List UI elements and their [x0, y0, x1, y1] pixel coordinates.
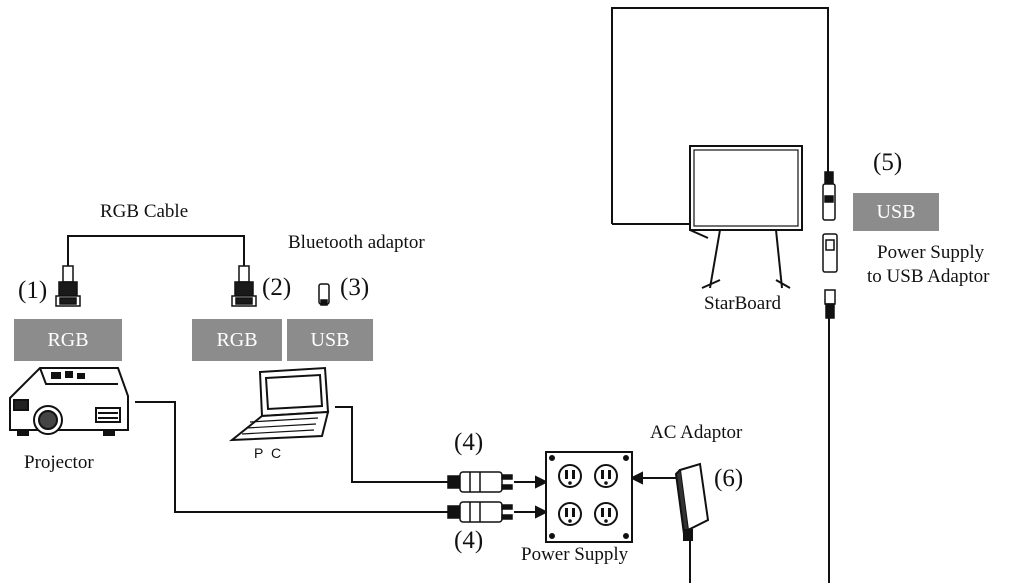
rgb-projector-badge: RGB	[14, 319, 122, 361]
usb-pc-badge: USB	[287, 319, 373, 361]
rgb-plug-1-icon	[55, 265, 81, 307]
ac-adaptor-label: AC Adaptor	[650, 422, 743, 443]
usb-board-badge: USB	[853, 193, 939, 231]
marker-5: (5)	[873, 149, 903, 176]
marker-6: (6)	[714, 465, 744, 492]
projector-power-cable	[135, 401, 300, 513]
rgb-plug-2-icon	[231, 265, 257, 307]
starboard-label: StarBoard	[704, 293, 782, 314]
power-plug-bottom-icon	[447, 501, 513, 523]
pc-power-cable	[335, 406, 448, 483]
plug-arrows	[514, 471, 676, 519]
marker-3: (3)	[340, 274, 370, 301]
usb-plug-board-icon	[822, 171, 836, 221]
rgb-cable-label: RGB Cable	[100, 201, 189, 222]
rgb-cable-line	[67, 235, 245, 266]
bluetooth-adaptor-icon	[318, 283, 330, 306]
starboard-icon	[689, 145, 803, 289]
power-supply-label: Power Supply	[521, 544, 629, 565]
usb-power-adaptor-icon	[822, 233, 838, 319]
power-to-usb-label-line2: to USB Adaptor	[867, 266, 990, 287]
marker-1: (1)	[18, 277, 48, 304]
marker-4-bottom: (4)	[454, 527, 484, 554]
power-to-usb-label-line1: Power Supply	[877, 242, 985, 263]
marker-2: (2)	[262, 274, 292, 301]
marker-4-top: (4)	[454, 429, 484, 456]
bluetooth-adaptor-label: Bluetooth adaptor	[288, 232, 425, 253]
pc-laptop-icon	[228, 366, 330, 442]
power-supply-outlet-icon	[545, 451, 633, 543]
pc-label: P C	[254, 445, 284, 461]
power-plug-top-icon	[447, 471, 513, 493]
wall-frame	[611, 7, 829, 224]
projector-label: Projector	[24, 452, 94, 473]
projector-icon	[9, 367, 129, 436]
ac-adaptor-icon	[674, 462, 710, 541]
rgb-pc-badge: RGB	[192, 319, 282, 361]
